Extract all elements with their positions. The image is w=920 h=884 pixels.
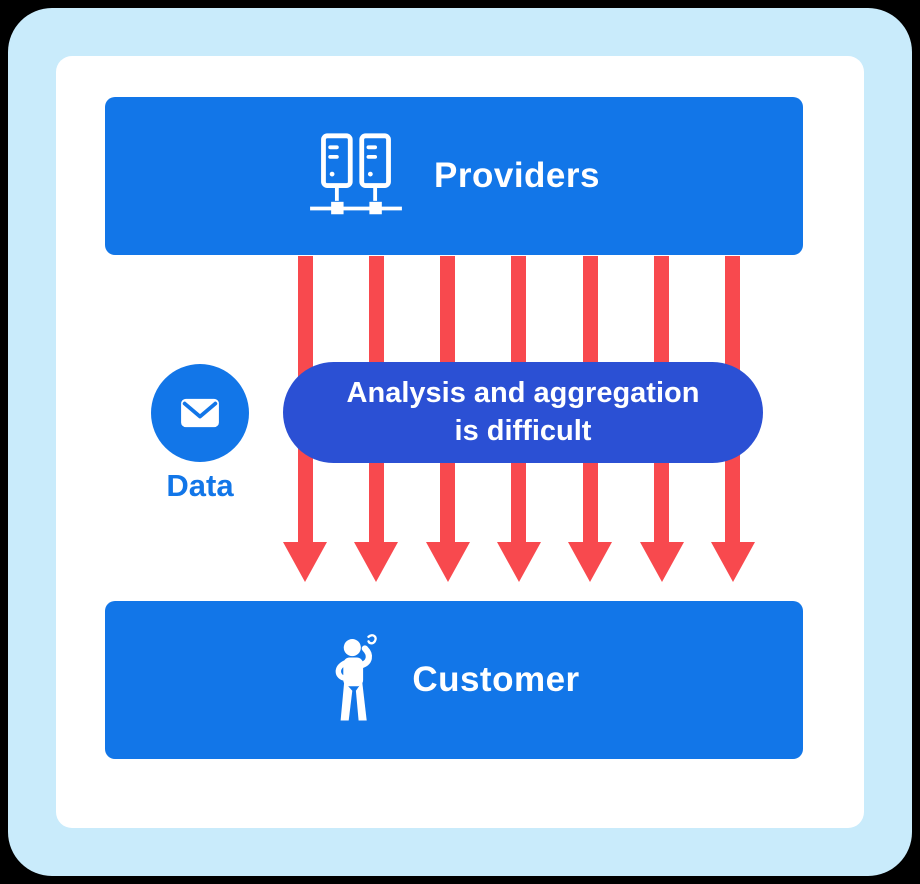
callout-line1: Analysis and aggregation xyxy=(346,376,700,409)
arrow-head xyxy=(639,542,684,582)
arrow-head xyxy=(496,542,541,582)
data-badge xyxy=(151,364,249,462)
data-label: Data xyxy=(166,468,234,503)
confused-person-icon xyxy=(328,626,382,734)
arrow-head xyxy=(425,542,470,582)
customer-box: Customer xyxy=(105,601,803,759)
providers-box: Providers xyxy=(105,97,803,255)
providers-label: Providers xyxy=(434,156,600,195)
arrow-head xyxy=(568,542,613,582)
arrow-head xyxy=(710,542,755,582)
envelope-icon xyxy=(174,387,226,439)
arrow-head xyxy=(354,542,399,582)
server-rack-icon xyxy=(308,132,404,220)
data-flow-arrow xyxy=(496,256,541,582)
arrow-head xyxy=(283,542,327,582)
callout-pill: Analysis and aggregation is difficult xyxy=(283,362,763,463)
callout-line2: is difficult xyxy=(454,414,592,447)
customer-label: Customer xyxy=(412,660,580,699)
